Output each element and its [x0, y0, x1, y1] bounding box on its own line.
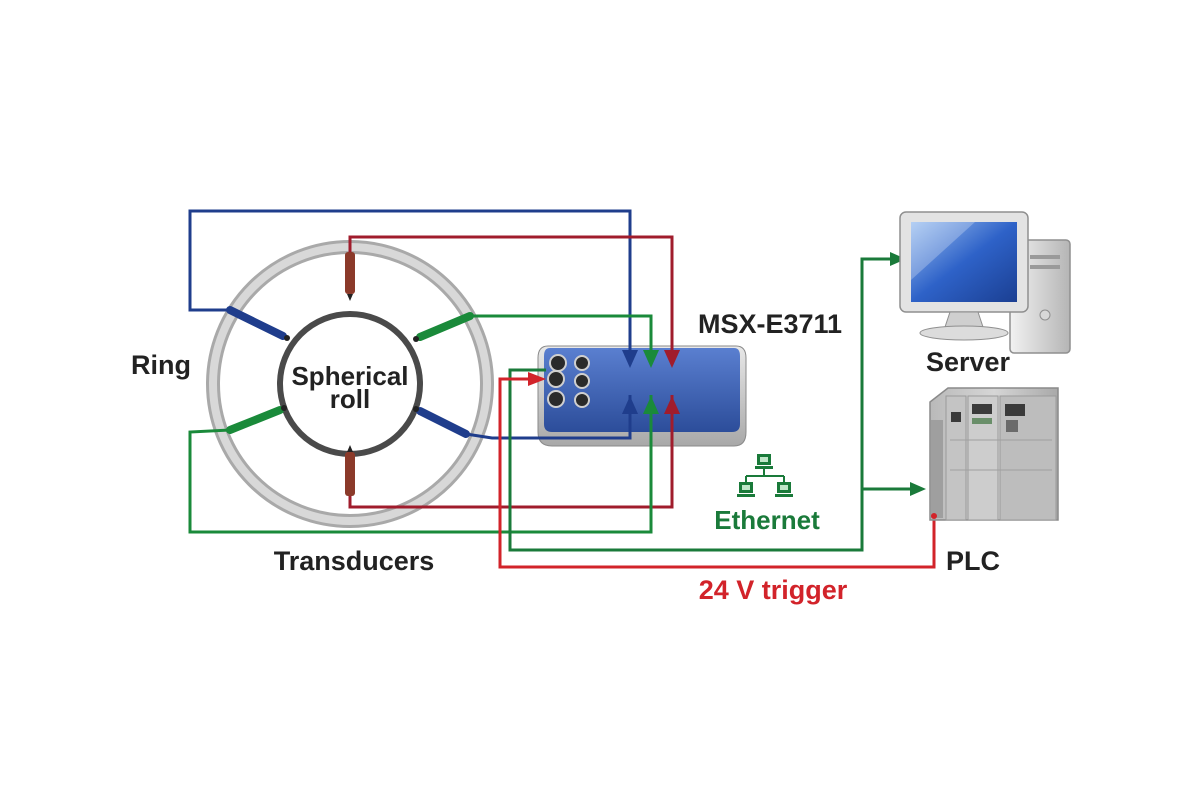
computer-icon — [899, 211, 1071, 354]
trigger-label: 24 V trigger — [699, 575, 848, 605]
blue-arrow-up — [622, 396, 638, 414]
green-signal-lines — [188, 314, 653, 534]
transducers-label: Transducers — [274, 546, 435, 576]
blue-signal-lines — [188, 209, 632, 440]
spherical-roll-label-line1: Spherical — [291, 361, 408, 391]
ethernet-arrow-server — [890, 252, 906, 266]
green-arrow-down — [643, 350, 659, 368]
ethernet-label: Ethernet — [714, 505, 820, 535]
trigger-line — [498, 377, 936, 569]
trigger-arrow — [528, 372, 546, 386]
transducer-upper-right — [413, 312, 474, 342]
transducer-top — [345, 252, 355, 301]
transducer-bottom — [345, 445, 355, 496]
red-arrow-down — [664, 350, 680, 368]
blue-arrow-down — [622, 350, 638, 368]
device-connector-icon — [547, 354, 590, 408]
ethernet-arrow-plc — [910, 482, 926, 496]
server-label: Server — [926, 347, 1011, 377]
network-icon — [737, 454, 793, 497]
red-arrow-up — [664, 396, 680, 414]
plc-icon — [929, 387, 1059, 521]
ring-label: Ring — [131, 350, 191, 380]
ethernet-line — [508, 257, 915, 552]
green-arrow-up — [643, 396, 659, 414]
transducer-lower-left — [226, 405, 287, 434]
transducer-lower-right — [413, 406, 470, 438]
msx-e3711-device — [537, 345, 747, 447]
transducer-upper-left — [226, 306, 290, 341]
device-label: MSX-E3711 — [698, 309, 842, 339]
spherical-roll-label-line2: roll — [330, 384, 370, 414]
plc-label: PLC — [946, 546, 1000, 576]
